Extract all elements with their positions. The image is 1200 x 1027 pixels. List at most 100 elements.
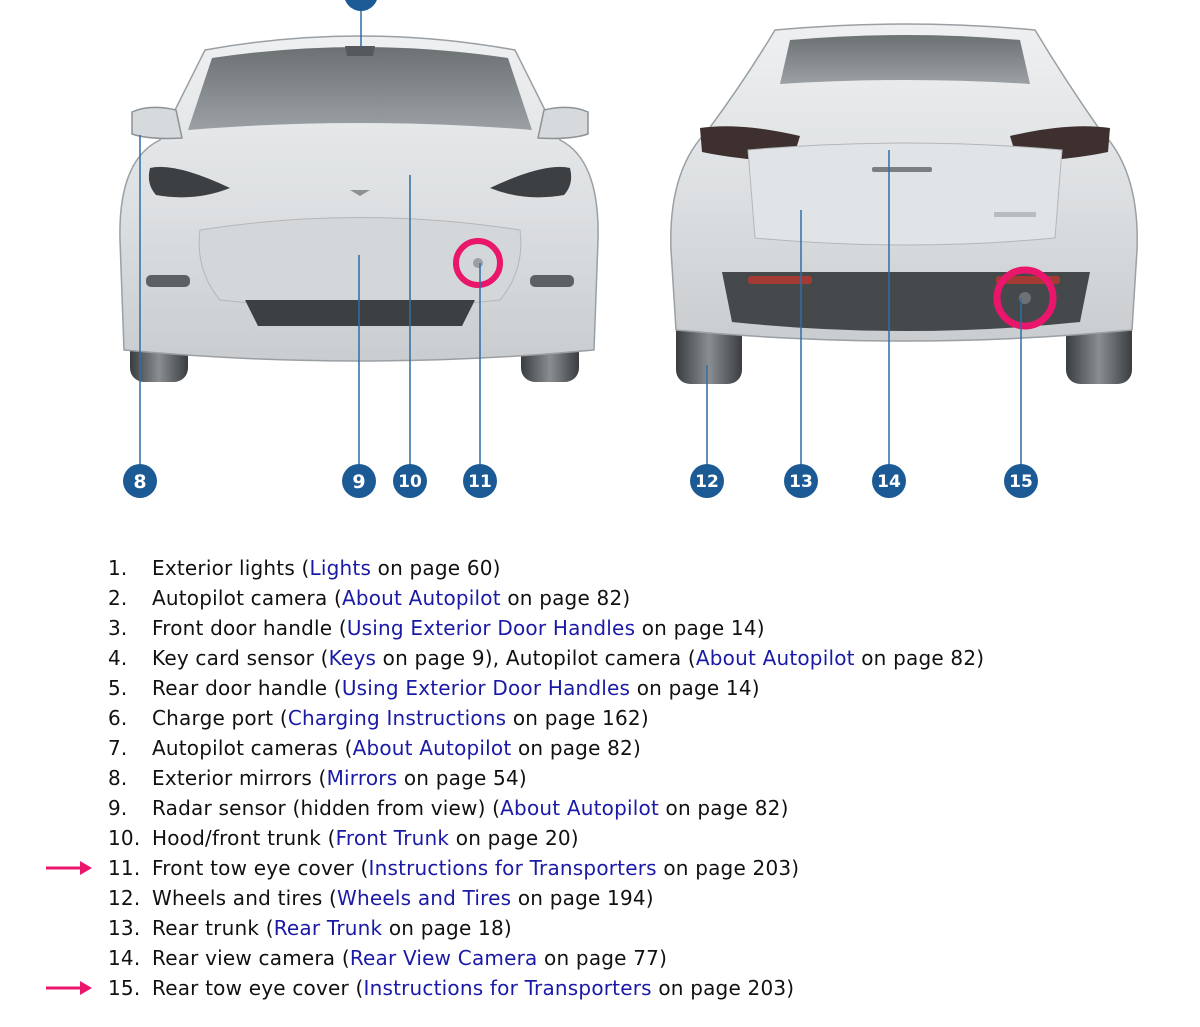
pink-arrow-icon [46,981,92,995]
legend-item-text: on page 203) [656,856,800,880]
legend-item-text: on page 14) [630,676,760,700]
legend-item-number: 6. [108,706,128,730]
callout-9: 9 [342,464,376,498]
legend-item-text: Rear view camera ( [152,946,350,970]
legend-item-link[interactable]: Front Trunk [335,826,450,850]
legend-item-number: 10. [108,826,141,850]
legend-item-text: on page 82) [854,646,985,670]
legend-item-number: 3. [108,616,128,640]
legend-item-link[interactable]: Rear Trunk [273,916,383,940]
legend-item-number: 5. [108,676,128,700]
legend-item-text: Hood/front trunk ( [152,826,336,850]
legend-item-text: on page 20) [449,826,579,850]
legend-item-text: on page 77) [537,946,668,970]
legend-item-text: on page 194) [511,886,654,910]
component-legend-list: 1.Exterior lights (Lights on page 60)2.A… [46,553,984,1003]
legend-item-text: on page 82) [511,736,641,760]
legend-item-number: 2. [108,586,128,610]
legend-item-text: Charge port ( [152,706,288,730]
legend-item: 13. Rear trunk (Rear Trunk on page 18) [108,913,984,943]
legend-item: 9. Radar sensor (hidden from view) (About… [108,793,984,823]
legend-item: 11. Front tow eye cover (Instructions for… [46,853,984,883]
legend-item-number: 13. [108,916,141,940]
front-tow-eye-highlight [453,238,503,288]
legend-item-number: 1. [108,556,128,580]
callout-15: 15 [1004,464,1038,498]
legend-item-text: on page 9), Autopilot camera ( [376,646,696,670]
legend-item-text: on page 14) [635,616,765,640]
callout-12: 12 [690,464,724,498]
legend-item-text: Rear trunk ( [152,916,274,940]
legend-item: 1. Exterior lights (Lights on page 60) [108,553,984,583]
legend-item-text: Exterior lights ( [152,556,310,580]
legend-item-text: Key card sensor ( [152,646,329,670]
front-car-illustration [119,35,599,382]
pink-arrow-icon [46,861,92,875]
legend-item-text: on page 54) [397,766,527,790]
callout-11: 11 [463,464,497,498]
legend-item-link[interactable]: Lights [309,556,372,580]
callout-10-label: 10 [398,472,422,492]
legend-item-text: on page 18) [382,916,512,940]
rear-tow-eye-highlight [993,266,1057,330]
callout-leader-lines [139,4,1022,466]
legend-item-text: Autopilot cameras ( [152,736,353,760]
rear-car-illustration [670,23,1138,384]
legend-item-text: Radar sensor (hidden from view) ( [152,796,501,820]
legend-item: 15.Rear tow eye cover (Instructions for … [46,973,984,1003]
callout-12-label: 12 [695,472,719,492]
legend-item-number: 8. [108,766,128,790]
legend-item-text: Wheels and tires ( [152,886,338,910]
legend-item-link[interactable]: Instructions for Transporters [368,856,657,880]
legend-item-link[interactable]: Using Exterior Door Handles [346,616,636,640]
legend-item-link[interactable]: Keys [328,646,377,670]
legend-item-number: 7. [108,736,128,760]
legend-item: 7. Autopilot cameras (About Autopilot on … [108,733,984,763]
legend-item-text: on page 162) [506,706,649,730]
legend-item-text: Front tow eye cover ( [152,856,369,880]
callout-14-label: 14 [877,472,901,492]
legend-item-number: 11. [108,856,141,880]
callout-9-label: 9 [352,471,365,493]
legend-item: 2.Autopilot camera (About Autopilot on p… [108,583,984,613]
legend-item-text: on page 82) [500,586,631,610]
callout-13-label: 13 [789,472,813,492]
legend-item: 14. Rear view camera (Rear View Camera on… [108,943,984,973]
legend-item-link[interactable]: Charging Instructions [287,706,507,730]
legend-item-link[interactable]: About Autopilot [500,796,659,820]
callout-8: 8 [123,464,157,498]
callout-11-label: 11 [468,472,492,492]
legend-item-number: 14. [108,946,141,970]
legend-item-text: Rear tow eye cover ( [152,976,364,1000]
vehicle-figure: 8 9 10 11 12 13 14 15 [119,0,1138,498]
legend-item-link[interactable]: Mirrors [326,766,398,790]
legend-item-link[interactable]: About Autopilot [352,736,512,760]
callout-8-label: 8 [133,471,146,493]
legend-item-number: 4. [108,646,128,670]
legend-item: 4. Key card sensor (Keys on page 9), Auto… [108,643,984,673]
callout-partial-top [345,0,377,11]
legend-item-text: on page 82) [658,796,789,820]
legend-item: 3. Front door handle (Using Exterior Door… [108,613,984,643]
callout-15-label: 15 [1009,472,1033,492]
legend-item-link[interactable]: Wheels and Tires [337,886,512,910]
legend-item-text: on page 60) [371,556,501,580]
legend-item-number: 9. [108,796,128,820]
callout-10: 10 [393,464,427,498]
legend-item-link[interactable]: Rear View Camera [349,946,538,970]
legend-item-number: 12. [108,886,141,910]
legend-item: 6. Charge port (Charging Instructions on … [108,703,984,733]
legend-item: 8. Exterior mirrors (Mirrors on page 54) [108,763,984,793]
legend-item-text: Front door handle ( [152,616,347,640]
callout-14: 14 [872,464,906,498]
legend-item: 5.Rear door handle (Using Exterior Door … [108,673,984,703]
legend-item-link[interactable]: About Autopilot [695,646,855,670]
callout-13: 13 [784,464,818,498]
legend-item: 12. Wheels and tires (Wheels and Tires on… [108,883,984,913]
legend-item-link[interactable]: Using Exterior Door Handles [341,676,631,700]
legend-item-link[interactable]: About Autopilot [341,586,501,610]
legend-item-link[interactable]: Instructions for Transporters [363,976,652,1000]
legend-item-text: Exterior mirrors ( [152,766,327,790]
legend-item-text: on page 203) [651,976,795,1000]
legend-item: 10. Hood/front trunk (Front Trunk on page… [108,823,984,853]
